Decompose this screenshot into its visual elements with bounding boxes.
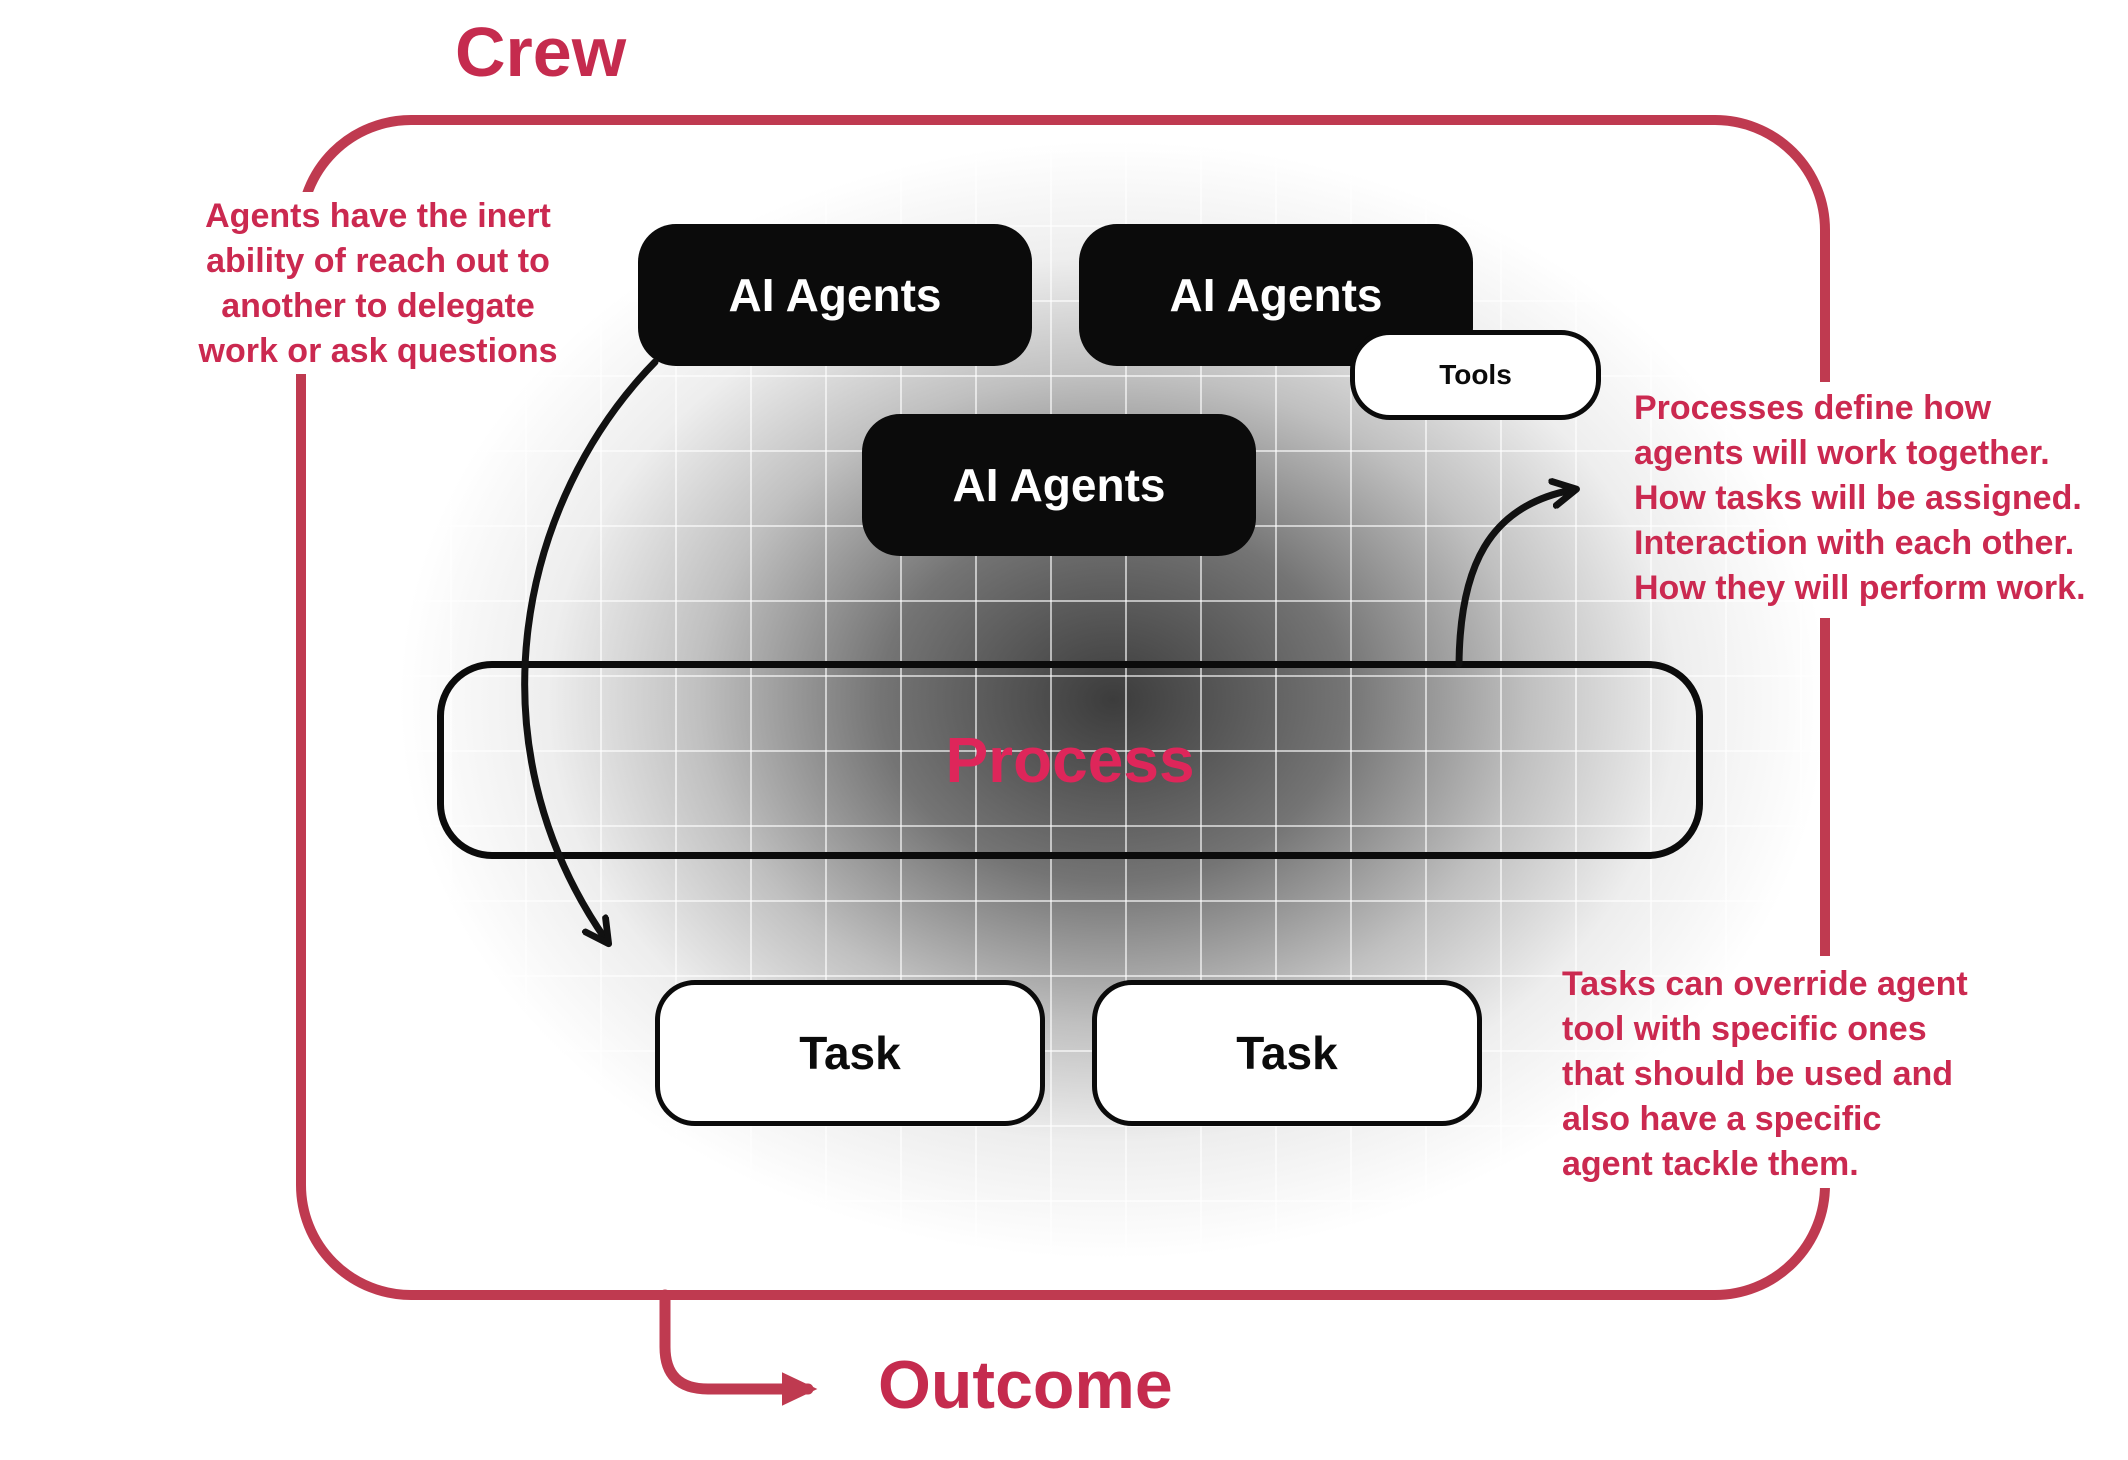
crew-title: Crew [455, 13, 627, 91]
ai-agents-label-1: AI Agents [728, 269, 942, 321]
ai-agents-node-3: AI Agents [862, 414, 1256, 556]
annotation-process: Processes define how agents will work to… [1634, 389, 2086, 607]
border-gap-right-bottom [1816, 956, 1852, 1188]
crew-boundary [296, 115, 1830, 1300]
task-label-1: Task [799, 1027, 901, 1079]
ai-agents-node-2: AI Agents [1079, 224, 1473, 366]
task-label-2: Task [1236, 1027, 1338, 1079]
process-label: Process [945, 724, 1195, 796]
ai-agents-label-2: AI Agents [1169, 269, 1383, 321]
tools-label: Tools [1439, 359, 1512, 390]
outcome-label: Outcome [878, 1347, 1173, 1423]
tools-node: Tools [1350, 330, 1601, 420]
annotation-delegation: Agents have the inert ability of reach o… [198, 197, 558, 370]
task-node-1: Task [655, 980, 1045, 1126]
annotation-tasks: Tasks can override agent tool with speci… [1562, 965, 1968, 1183]
border-gap-right-top [1816, 382, 1852, 618]
task-node-2: Task [1092, 980, 1482, 1126]
process-node: Process [437, 661, 1703, 859]
ai-agents-label-3: AI Agents [952, 459, 1166, 511]
ai-agents-node-1: AI Agents [638, 224, 1032, 366]
border-gap-left [284, 192, 318, 374]
